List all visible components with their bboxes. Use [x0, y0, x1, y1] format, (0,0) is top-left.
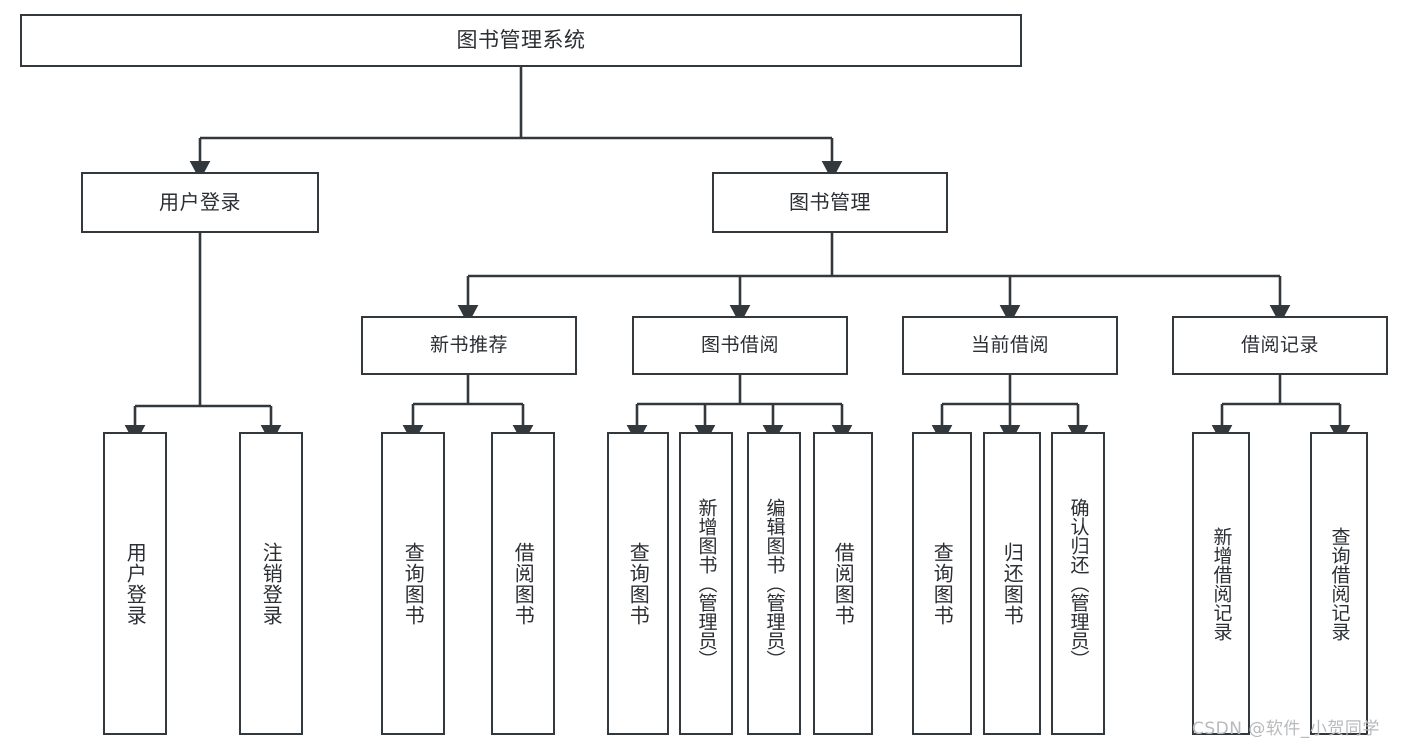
- node-root[interactable]: 图书管理系统: [20, 14, 1022, 67]
- node-book-manage[interactable]: 图书管理: [712, 172, 948, 233]
- leaf-borrow-3[interactable]: 编辑图书（管理员）: [747, 432, 801, 735]
- node-records[interactable]: 借阅记录: [1172, 316, 1388, 375]
- leaf-label: 查询图书: [626, 541, 651, 626]
- leaf-label: 查询图书: [930, 541, 955, 626]
- leaf-label: 编辑图书（管理员）: [763, 498, 786, 669]
- node-user-login[interactable]: 用户登录: [81, 172, 319, 233]
- leaf-label: 新增借阅记录: [1210, 526, 1233, 641]
- leaf-borrow-2[interactable]: 新增图书（管理员）: [679, 432, 733, 735]
- leaf-label: 查询图书: [401, 541, 426, 626]
- node-new-book-label: 新书推荐: [429, 334, 508, 357]
- node-current[interactable]: 当前借阅: [902, 316, 1118, 375]
- leaf-user-login-1[interactable]: 用户登录: [103, 432, 167, 735]
- leaf-borrow-1[interactable]: 查询图书: [607, 432, 669, 735]
- leaf-records-2[interactable]: 查询借阅记录: [1310, 432, 1368, 735]
- leaf-label: 确认归还（管理员）: [1067, 498, 1090, 669]
- leaf-current-3[interactable]: 确认归还（管理员）: [1051, 432, 1105, 735]
- leaf-label: 用户登录: [123, 541, 148, 626]
- leaf-label: 归还图书: [1000, 541, 1025, 626]
- leaf-label: 借阅图书: [831, 541, 856, 626]
- leaf-current-1[interactable]: 查询图书: [912, 432, 972, 735]
- leaf-label: 查询借阅记录: [1328, 526, 1351, 641]
- leaf-label: 注销登录: [259, 541, 284, 626]
- node-root-label: 图书管理系统: [456, 28, 586, 53]
- leaf-label: 新增图书（管理员）: [695, 498, 718, 669]
- leaf-label: 借阅图书: [511, 541, 536, 626]
- leaf-new-book-2[interactable]: 借阅图书: [491, 432, 555, 735]
- node-borrow-label: 图书借阅: [700, 334, 779, 357]
- node-user-login-label: 用户登录: [159, 189, 241, 214]
- node-borrow[interactable]: 图书借阅: [632, 316, 848, 375]
- leaf-new-book-1[interactable]: 查询图书: [381, 432, 445, 735]
- node-current-label: 当前借阅: [970, 334, 1049, 357]
- leaf-user-login-2[interactable]: 注销登录: [239, 432, 303, 735]
- node-records-label: 借阅记录: [1240, 334, 1319, 357]
- leaf-records-1[interactable]: 新增借阅记录: [1192, 432, 1250, 735]
- node-new-book[interactable]: 新书推荐: [361, 316, 577, 375]
- csdn-watermark: CSDN @软件_小贺同学: [1192, 719, 1380, 739]
- node-book-manage-label: 图书管理: [789, 189, 871, 214]
- leaf-current-2[interactable]: 归还图书: [983, 432, 1041, 735]
- leaf-borrow-4[interactable]: 借阅图书: [813, 432, 873, 735]
